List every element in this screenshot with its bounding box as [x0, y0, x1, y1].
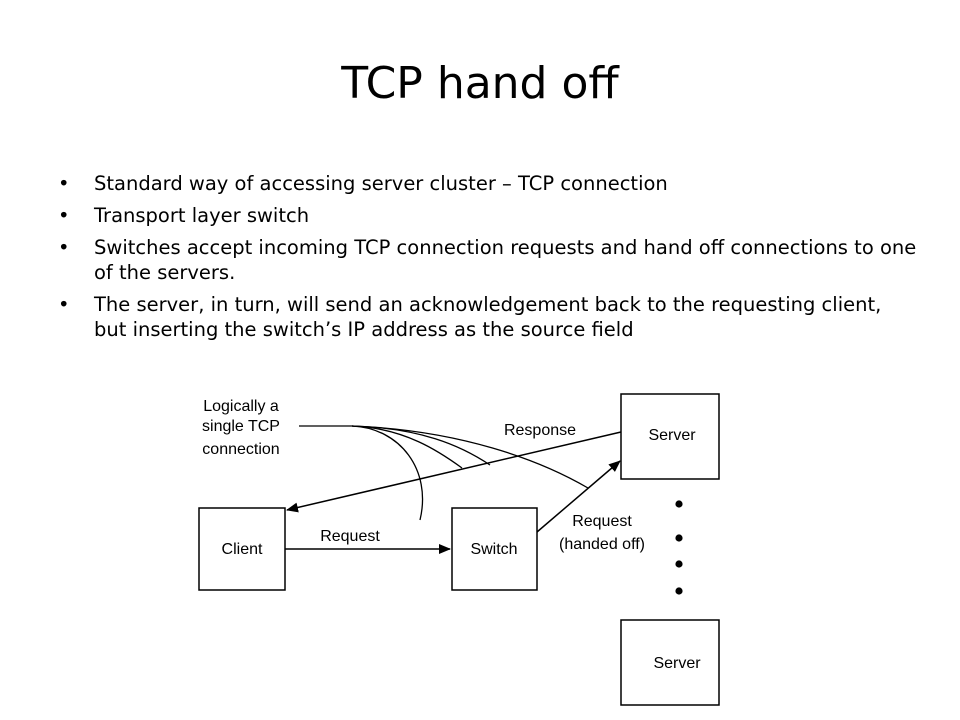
bullet-marker: •: [58, 293, 70, 316]
logical-connection-label-line2: single TCP: [202, 418, 280, 435]
switch-label: Switch: [470, 541, 517, 558]
server-label-bottom: Server: [653, 655, 701, 672]
ellipsis-dot: [675, 534, 683, 542]
handed-off-request-arrow: [536, 460, 621, 533]
response-label: Response: [504, 422, 576, 439]
bullet-item: • The server, in turn, will send an ackno…: [58, 292, 918, 342]
client-box: [198, 507, 286, 591]
bullet-text: Standard way of accessing server cluster…: [94, 172, 668, 195]
bullet-item: • Transport layer switch: [58, 203, 918, 228]
bullet-item: • Standard way of accessing server cluste…: [58, 171, 918, 196]
connection-curve-to-server: [351, 425, 589, 489]
connection-curve-to-client: [351, 425, 424, 521]
bullet-item: • Switches accept incoming TCP connection…: [58, 235, 918, 285]
switch-box: [451, 507, 538, 591]
client-label: Client: [222, 541, 263, 558]
bullet-marker: •: [58, 172, 70, 195]
response-arrow: [286, 431, 622, 513]
bullet-text: The server, in turn, will send an acknow…: [94, 293, 882, 341]
bullet-text: Transport layer switch: [94, 204, 310, 227]
ellipsis-dot: [675, 587, 683, 595]
logical-connection-label-line3: connection: [202, 441, 279, 458]
bullet-list: • Standard way of accessing server cluste…: [58, 171, 918, 349]
logical-connection-label-line1: Logically a: [203, 398, 279, 415]
connection-curve-to-switch: [351, 425, 463, 469]
ellipsis-dot: [675, 500, 683, 508]
request-label: Request: [320, 528, 380, 545]
handed-off-label-line1: Request: [572, 513, 632, 530]
server-box-top: [620, 393, 720, 480]
slide-title: TCP hand off: [341, 58, 619, 109]
server-label-top: Server: [648, 427, 696, 444]
handed-off-label-line2: (handed off): [559, 536, 645, 553]
bullet-marker: •: [58, 236, 70, 259]
bullet-marker: •: [58, 204, 70, 227]
ellipsis-dot: [675, 560, 683, 568]
server-box-bottom: [620, 619, 720, 706]
bullet-text: Switches accept incoming TCP connection …: [94, 236, 917, 284]
